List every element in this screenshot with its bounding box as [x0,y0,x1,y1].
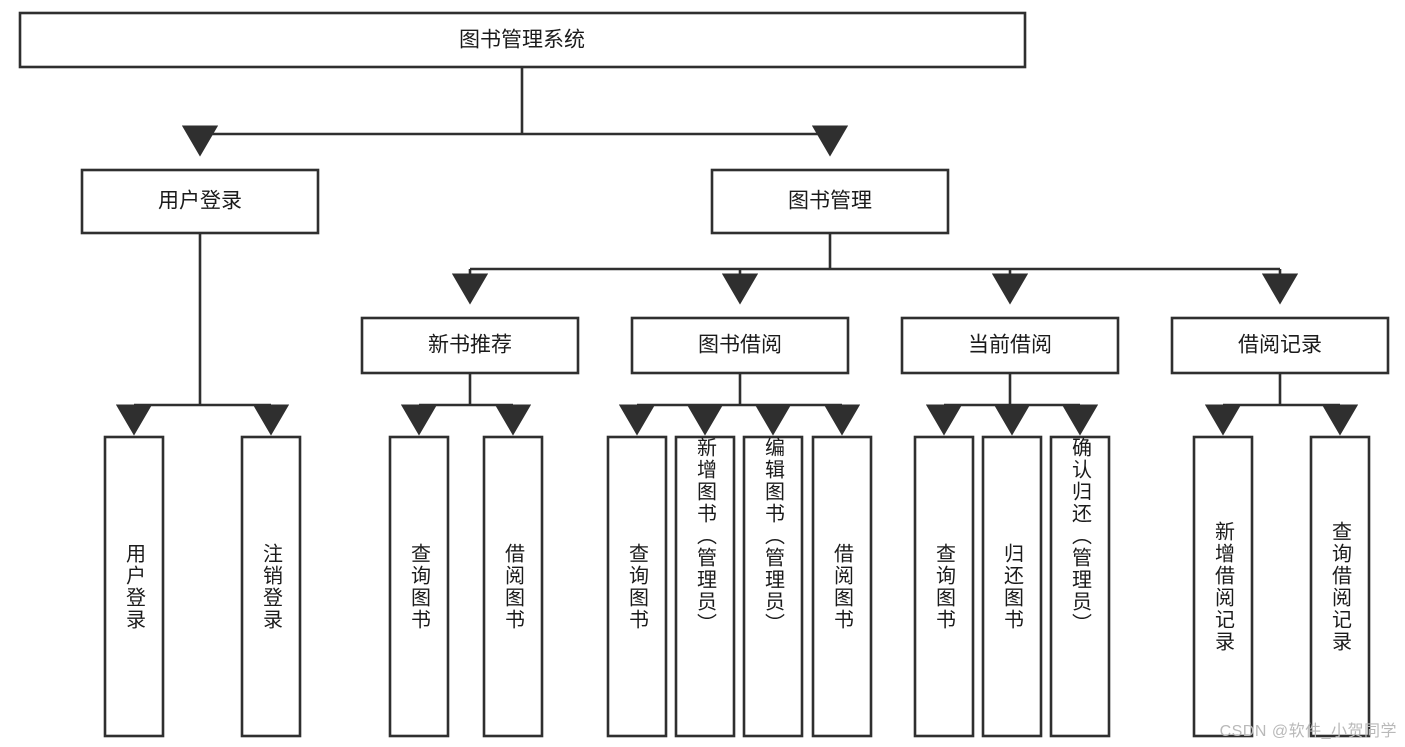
leaf-box-query-record[interactable] [1309,435,1371,738]
leaf-box-add-book[interactable] [674,435,736,738]
node-book-borrow[interactable]: 图书借阅 [630,316,850,375]
node-book-manage[interactable]: 图书管理 [710,168,950,235]
leaf-box-confirm-return[interactable] [1049,435,1111,738]
leaf-box-logout[interactable] [240,435,302,738]
connector-newbookrec-to-leaves [400,373,532,436]
leaf-box-query-book-1[interactable] [388,435,450,738]
node-new-book-rec-label: 新书推荐 [428,334,512,357]
leaf-box-query-book-3[interactable] [913,435,975,738]
node-book-manage-label: 图书管理 [788,190,872,213]
node-book-borrow-label: 图书借阅 [698,334,782,357]
leaf-boxes [103,435,1371,738]
connector-bookborrow-to-leaves [618,373,861,436]
node-new-book-rec[interactable]: 新书推荐 [360,316,580,375]
node-borrow-record-label: 借阅记录 [1238,334,1322,357]
connector-bookmanage-to-level3 [451,233,1299,305]
connector-borrowrecord-to-leaves [1204,373,1359,436]
connector-userlogin-to-leaves [115,233,290,436]
leaf-box-borrow-book-2[interactable] [811,435,873,738]
node-current-borrow-label: 当前借阅 [968,334,1052,357]
connector-root-to-level2 [181,67,849,157]
node-borrow-record[interactable]: 借阅记录 [1170,316,1390,375]
leaf-box-edit-book[interactable] [742,435,804,738]
node-root[interactable]: 图书管理系统 [18,11,1027,69]
leaf-box-borrow-book-1[interactable] [482,435,544,738]
watermark-text: CSDN @软件_小贺同学 [1219,723,1397,740]
leaf-box-query-book-2[interactable] [606,435,668,738]
leaf-box-add-record[interactable] [1192,435,1254,738]
connector-currentborrow-to-leaves [925,373,1099,436]
node-current-borrow[interactable]: 当前借阅 [900,316,1120,375]
node-root-label: 图书管理系统 [459,29,585,52]
node-user-login-label: 用户登录 [158,190,242,213]
node-user-login[interactable]: 用户登录 [80,168,320,235]
leaf-box-return-book[interactable] [981,435,1043,738]
leaf-box-user-login[interactable] [103,435,165,738]
